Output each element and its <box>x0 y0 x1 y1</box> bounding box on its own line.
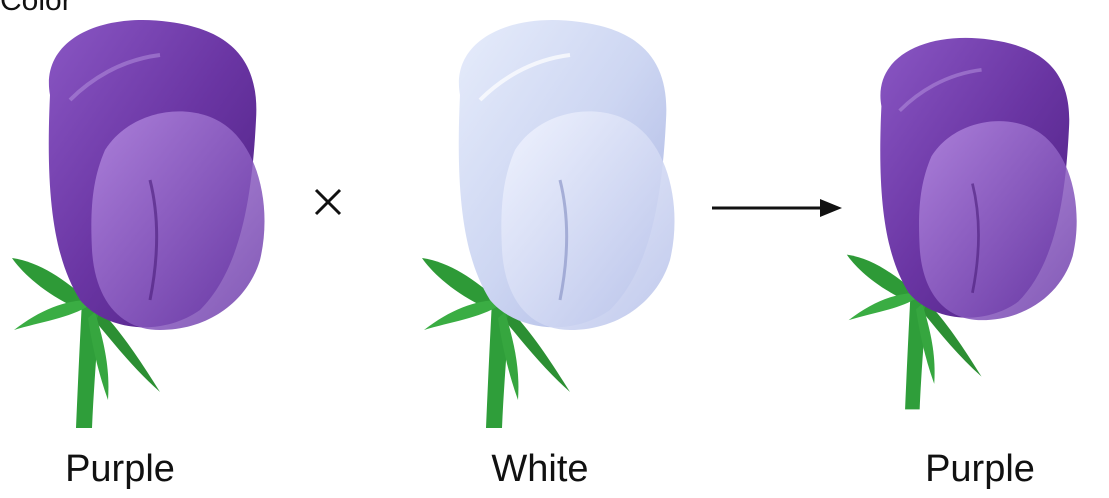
parent-1-label: Purple <box>0 448 240 491</box>
arrow-icon <box>710 196 844 220</box>
cross-icon <box>308 182 348 222</box>
white-flower-icon <box>420 0 710 440</box>
offspring-label: Purple <box>860 448 1100 491</box>
offspring-purple-flower-icon <box>845 0 1109 440</box>
purple-flower-icon <box>10 0 300 440</box>
parent-2-label: White <box>420 448 660 491</box>
